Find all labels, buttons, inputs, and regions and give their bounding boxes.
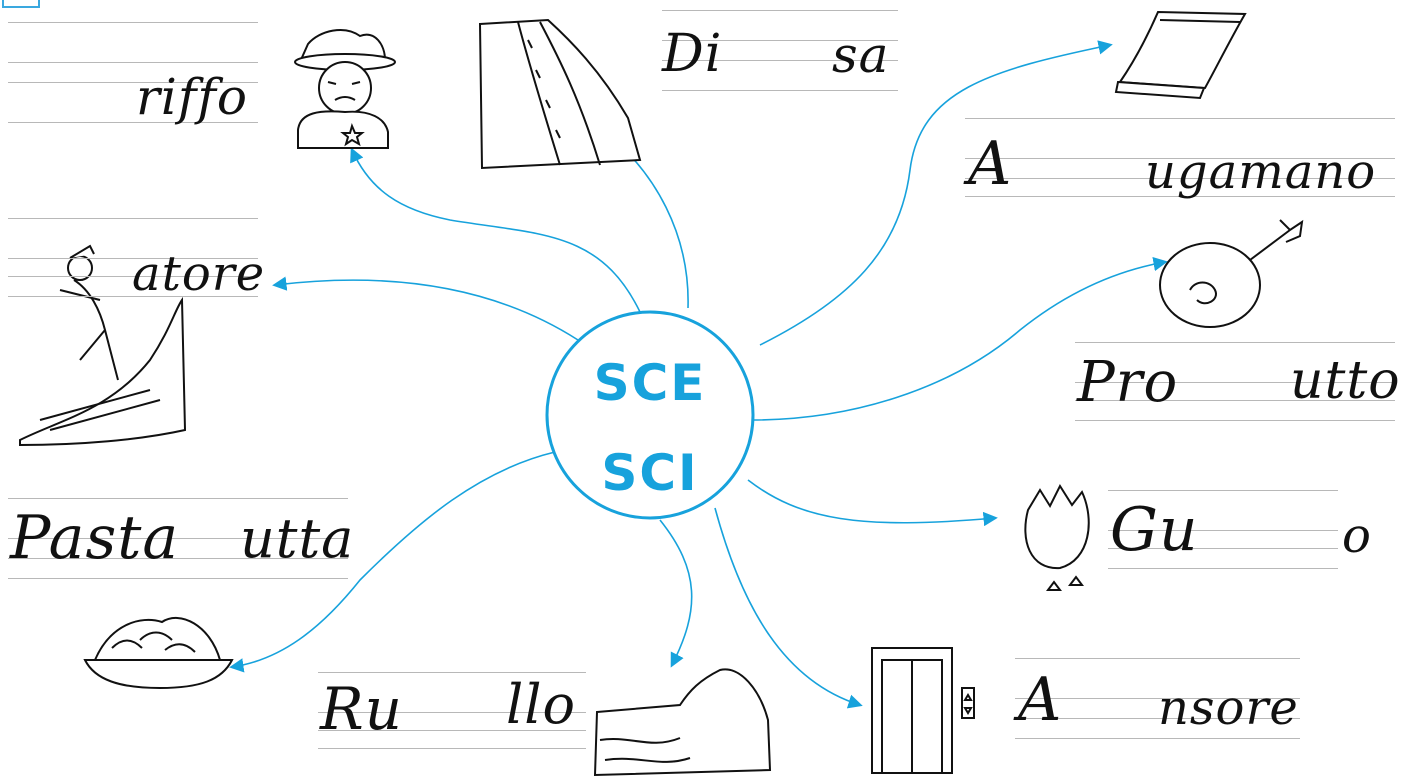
word-asciugamano-after: ugamano bbox=[1145, 144, 1377, 200]
word-sciatore-after: atore bbox=[132, 246, 266, 302]
skier-icon bbox=[19, 244, 187, 447]
word-asciugamano-before: A bbox=[968, 129, 1013, 199]
word-guscio-after: o bbox=[1342, 508, 1372, 564]
word-discesa-before: Di bbox=[662, 24, 723, 84]
word-sceriffo-after: riffo bbox=[136, 68, 249, 126]
word-prosciutto-before: Pro bbox=[1077, 350, 1179, 415]
word-ruscello-after: llo bbox=[506, 673, 577, 736]
towel-icon bbox=[1114, 10, 1247, 100]
word-pastasciutta-before: Pasta bbox=[10, 503, 180, 573]
arrow-to-ham bbox=[272, 276, 579, 341]
lines-ruscello bbox=[318, 672, 586, 752]
ham-icon bbox=[1159, 219, 1304, 328]
arrow-to-prosciutto bbox=[751, 256, 1168, 421]
hub-circle bbox=[545, 310, 755, 520]
lines-sciatore bbox=[8, 218, 258, 298]
lines-sceriffo bbox=[8, 22, 258, 142]
eggshell-icon bbox=[1024, 483, 1090, 591]
ski-slope-icon bbox=[478, 18, 642, 170]
pasta-bowl-icon bbox=[83, 616, 234, 690]
word-ruscello-before: Ru bbox=[320, 675, 404, 743]
word-pastasciutta-after: utta bbox=[240, 507, 355, 570]
word-ascensore-before: A bbox=[1018, 665, 1063, 735]
stream-icon bbox=[593, 668, 772, 777]
lines-asciugamano bbox=[965, 118, 1395, 208]
sheriff-icon bbox=[294, 29, 396, 149]
word-discesa-after: sa bbox=[832, 26, 890, 84]
word-guscio-before: Gu bbox=[1110, 495, 1199, 565]
lines-pastasciutta bbox=[8, 498, 348, 580]
word-prosciutto-after: utto bbox=[1290, 351, 1401, 411]
lines-discesa bbox=[662, 10, 898, 100]
arrow-to-stream bbox=[659, 519, 693, 668]
arrow-to-elevator bbox=[714, 507, 863, 709]
arrow-to-pasta bbox=[229, 451, 556, 673]
lines-prosciutto bbox=[1075, 342, 1395, 422]
hub-line-1: SCE bbox=[594, 354, 707, 412]
lines-ascensore bbox=[1015, 658, 1300, 740]
word-ascensore-after: nsore bbox=[1158, 680, 1299, 736]
elevator-icon bbox=[871, 647, 975, 774]
arrow-to-towel bbox=[759, 40, 1113, 346]
lines-guscio bbox=[1108, 490, 1338, 570]
arrow-to-egg bbox=[747, 479, 998, 527]
hub-line-2: SCI bbox=[601, 444, 698, 502]
arrow-to-sheriff bbox=[350, 147, 641, 313]
corner-box bbox=[2, 0, 40, 8]
